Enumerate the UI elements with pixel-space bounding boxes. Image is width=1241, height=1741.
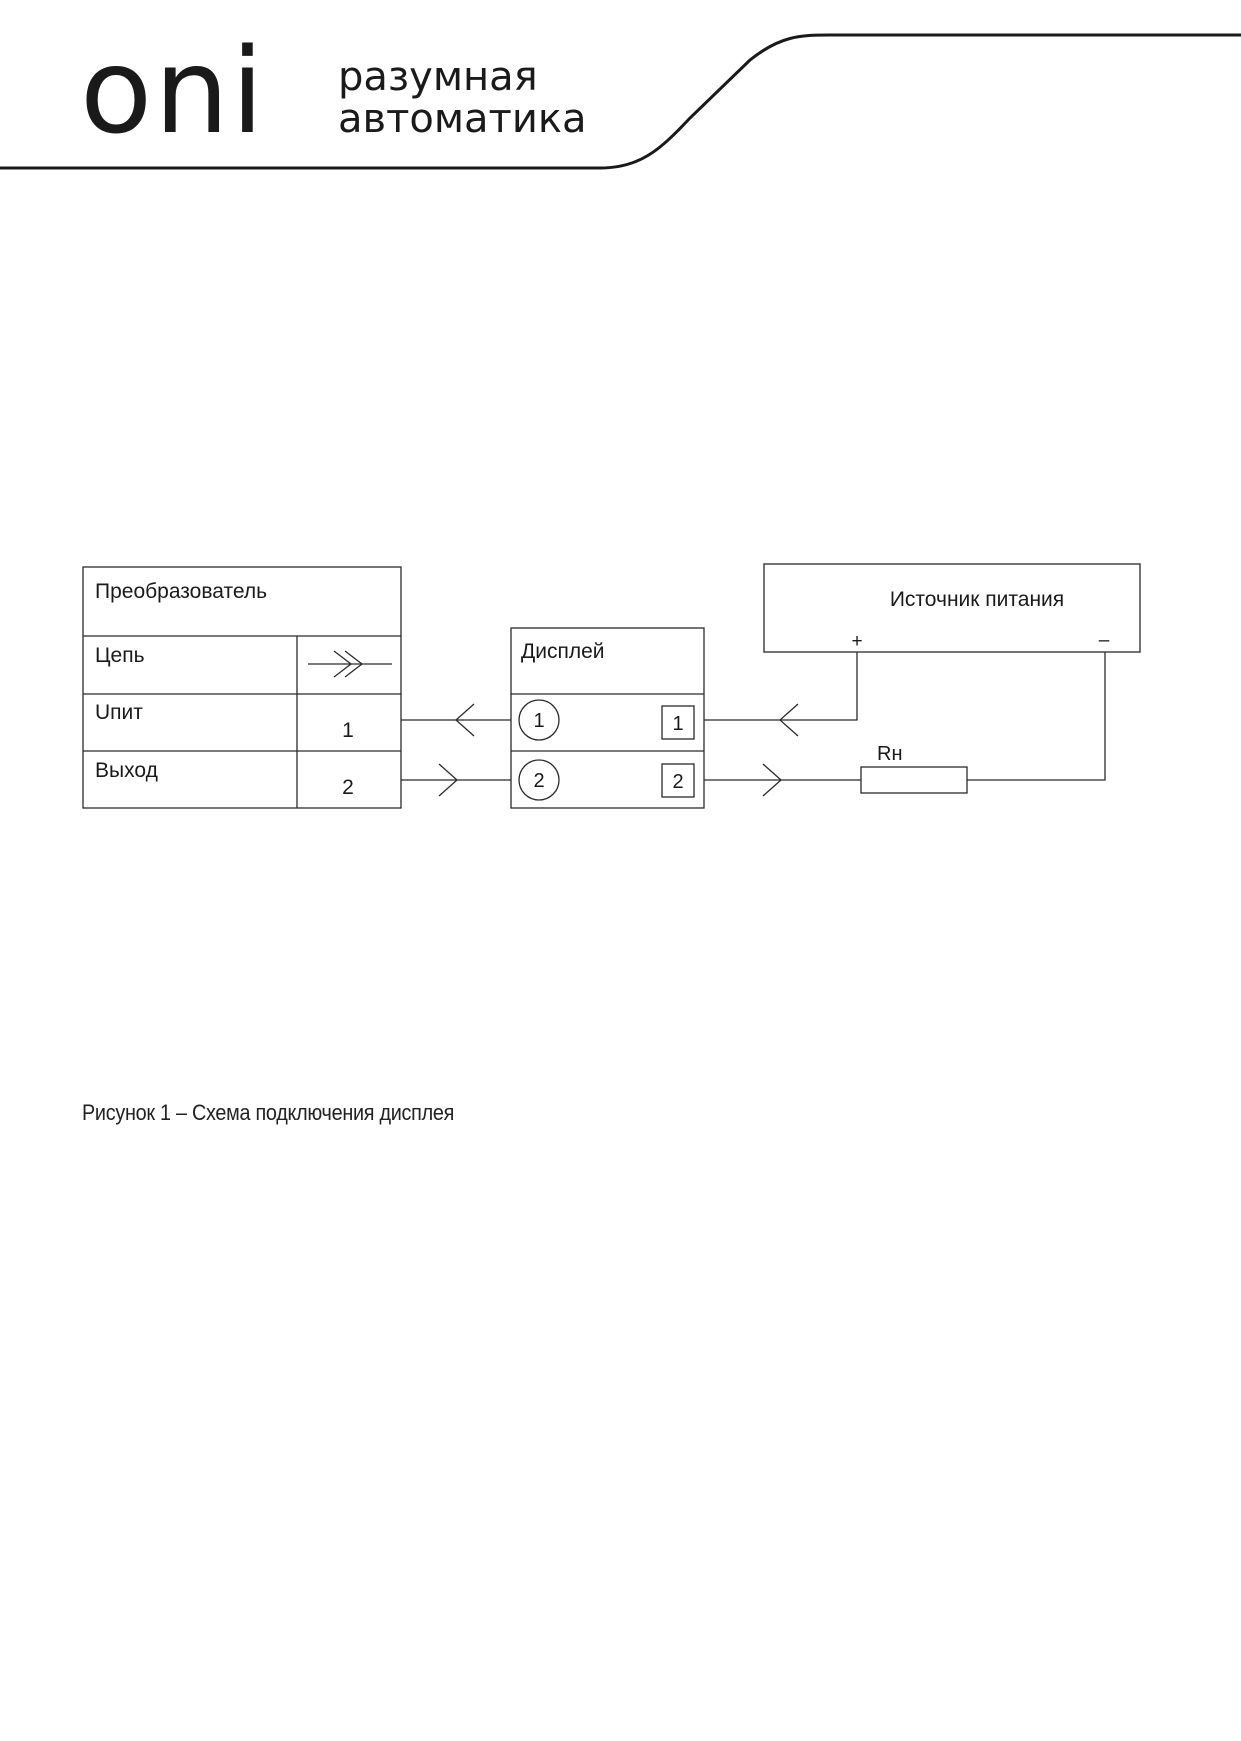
converter-row-value-output: 2 xyxy=(342,776,354,799)
logo-wordmark: oni xyxy=(80,22,266,160)
converter-block: Преобразователь Цепь Uпит Выход 1 2 xyxy=(82,566,402,809)
wire-arrow-right-icon xyxy=(762,763,782,797)
display-pin-2-square-label: 2 xyxy=(672,771,683,793)
converter-frame xyxy=(82,566,402,809)
display-pin-1-square xyxy=(661,705,695,740)
connector-symbol-icon xyxy=(308,650,392,678)
wire-display-resistor-supply-minus: Rн xyxy=(704,652,1106,797)
wire-supply-converter-display xyxy=(401,703,511,737)
display-title: Дисплей xyxy=(521,640,605,663)
page-header: oni разумная автоматика xyxy=(0,22,1241,170)
converter-row-label-circuit: Цепь xyxy=(95,644,145,667)
header-swoosh-line xyxy=(0,33,1241,170)
power-supply-block: Источник питания + – xyxy=(763,563,1141,653)
power-supply-frame xyxy=(763,563,1141,653)
power-supply-plus-label: + xyxy=(851,631,862,652)
display-block: Дисплей 1 1 2 2 xyxy=(510,627,705,809)
figure-caption: Рисунок 1 – Схема подключения дисплея xyxy=(82,1100,455,1125)
converter-row-label-supply: Uпит xyxy=(95,701,143,724)
display-pin-1-circle-label: 1 xyxy=(533,710,544,732)
wire-display-to-supply-plus xyxy=(704,652,858,737)
tagline-line-2: автоматика xyxy=(338,96,587,142)
wire-output-converter-display xyxy=(401,763,511,797)
wire-arrow-left-icon xyxy=(455,703,475,737)
wiring-diagram: Преобразователь Цепь Uпит Выход 1 2 Дисп… xyxy=(82,563,1141,809)
power-supply-title: Источник питания xyxy=(890,588,1064,611)
converter-title: Преобразователь xyxy=(95,580,267,603)
display-pin-2-circle-label: 2 xyxy=(533,770,544,792)
wire-arrow-left-icon xyxy=(779,703,799,737)
display-pin-2-square xyxy=(661,763,695,798)
display-pin-2-circle xyxy=(518,759,560,801)
display-frame xyxy=(510,627,705,809)
power-supply-minus-label: – xyxy=(1099,630,1110,651)
tagline-line-1: разумная xyxy=(338,54,538,100)
wire-arrow-right-icon xyxy=(438,763,458,797)
converter-row-label-output: Выход xyxy=(95,759,158,782)
display-pin-1-circle xyxy=(518,699,560,741)
display-pin-1-square-label: 1 xyxy=(672,713,683,735)
converter-row-value-supply: 1 xyxy=(342,719,354,742)
load-resistor xyxy=(860,766,968,794)
load-resistor-label: Rн xyxy=(877,743,903,765)
